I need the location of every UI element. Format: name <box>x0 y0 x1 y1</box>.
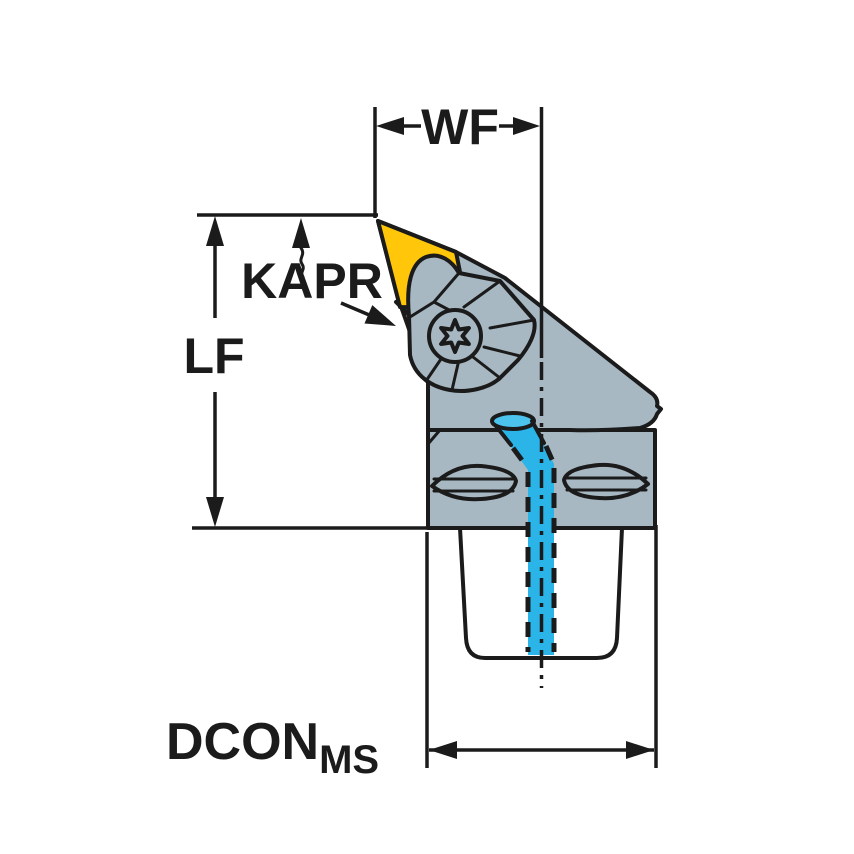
flange-slot-left <box>430 463 518 502</box>
coolant-channel <box>490 411 557 655</box>
dcon-label: DCON MS <box>166 716 379 780</box>
kapr-annotation <box>292 218 396 326</box>
lf-arrow-up-icon <box>206 216 224 246</box>
kapr-label: KAPR <box>241 253 383 309</box>
insert-clamp <box>406 253 537 393</box>
flange-slot-right <box>562 462 650 501</box>
lf-label: LF <box>183 328 245 384</box>
kapr-pointer-icon <box>364 305 396 326</box>
dcon-arrow-right-icon <box>626 741 654 759</box>
wf-arrow-left-icon <box>376 117 404 135</box>
lf-dimension <box>192 213 428 530</box>
kapr-arrow-up-icon <box>292 218 310 248</box>
lf-arrow-down-icon <box>206 497 224 527</box>
dcon-dimension <box>425 525 658 768</box>
dcon-label-sub: MS <box>319 738 380 782</box>
tool-shank <box>458 526 624 660</box>
wf-label: WF <box>421 99 499 155</box>
torx-screw <box>427 308 483 364</box>
wf-arrow-right-icon <box>513 117 540 135</box>
wf-dimension <box>373 107 540 218</box>
dcon-label-main: DCON <box>166 713 320 771</box>
dcon-arrow-left-icon <box>429 741 457 759</box>
